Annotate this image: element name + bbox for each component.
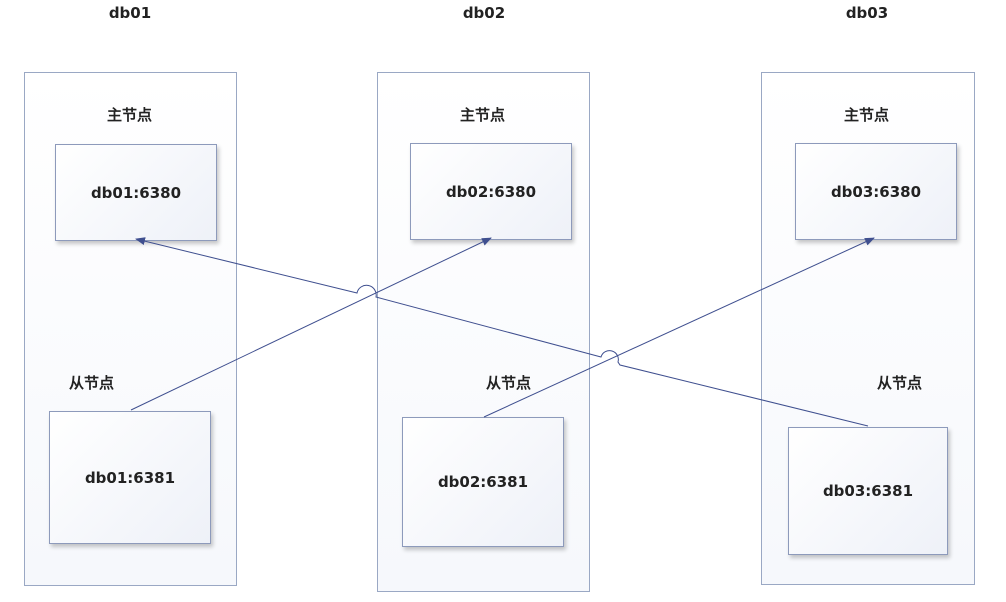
node-db03-master[interactable]: db03:6380 — [795, 143, 957, 240]
edge-db01-slave-to-db02-master — [130, 237, 492, 411]
edge-db03-slave-to-db01-master — [135, 237, 869, 427]
master-label-db03: 主节点 — [844, 106, 890, 124]
edge-db02-slave-to-db03-master — [483, 237, 875, 418]
slave-label-db02: 从节点 — [486, 374, 532, 392]
node-db02-slave[interactable]: db02:6381 — [402, 417, 564, 547]
slave-label-db03: 从节点 — [877, 374, 923, 392]
master-label-db01: 主节点 — [107, 106, 153, 124]
column-title-db03: db03 — [845, 4, 889, 22]
column-title-db02: db02 — [462, 4, 506, 22]
column-title-db01: db01 — [108, 4, 152, 22]
node-db03-slave[interactable]: db03:6381 — [788, 427, 948, 555]
node-db01-master[interactable]: db01:6380 — [55, 144, 217, 241]
master-label-db02: 主节点 — [460, 106, 506, 124]
node-db01-slave[interactable]: db01:6381 — [49, 411, 211, 544]
slave-label-db01: 从节点 — [69, 374, 115, 392]
